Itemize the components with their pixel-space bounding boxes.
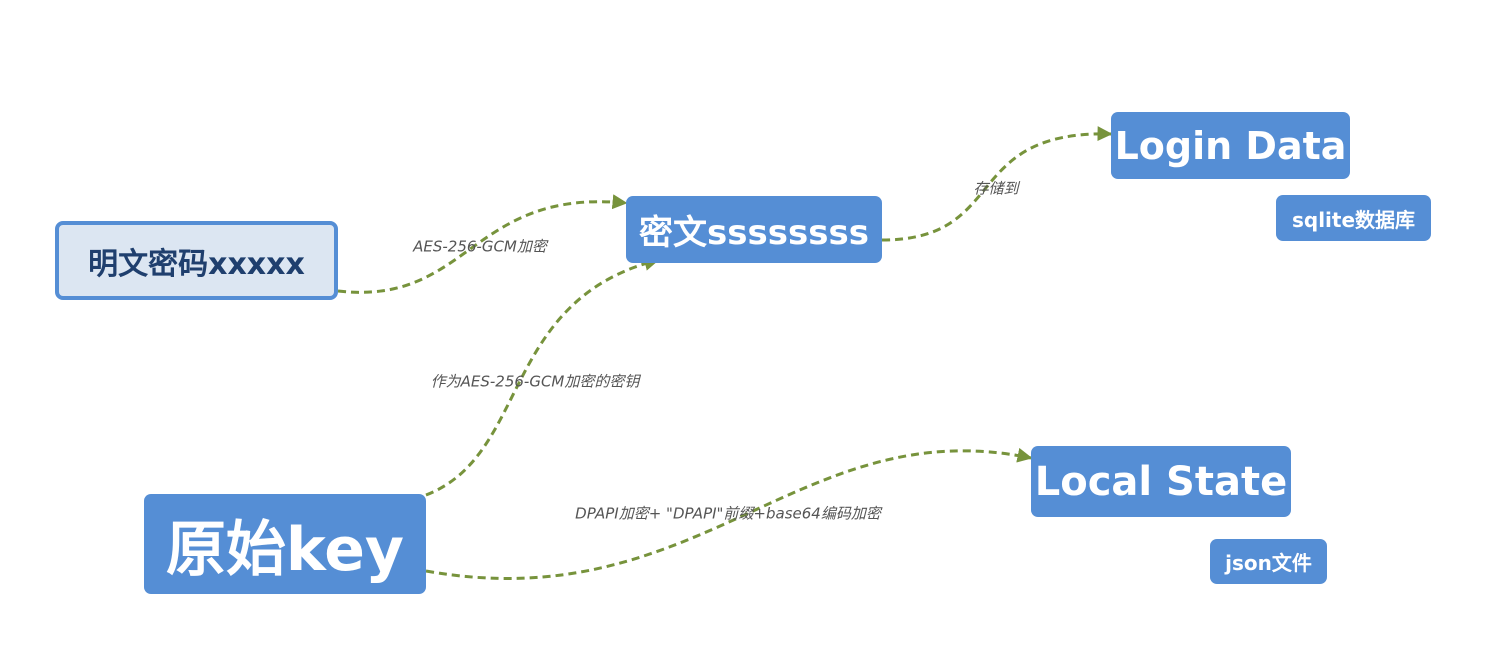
edge-label-encrypt: AES-256-GCM加密 [413,237,547,256]
node-login-data: Login Data [1111,112,1350,179]
edge-label-store-to: 存储到 [973,179,1019,198]
node-plaintext-password: 明文密码xxxxx [55,221,338,300]
edge-rawkey-to-localstate [425,447,1033,580]
edge-ciphertext-to-logindata [881,126,1113,242]
node-raw-key: 原始key [144,494,426,594]
edge-plaintext-to-ciphertext [337,194,628,294]
edge-rawkey-to-ciphertext [425,256,660,497]
node-local-state: Local State [1031,446,1291,517]
node-ciphertext: 密文ssssssss [626,196,882,263]
node-sqlite-db: sqlite数据库 [1276,195,1431,241]
edge-label-as-key: 作为AES-256-GCM加密的密钥 [430,372,640,391]
edge-label-dpapi: DPAPI加密+ "DPAPI"前缀+base64编码加密 [575,504,881,523]
node-json-file: json文件 [1210,539,1327,584]
